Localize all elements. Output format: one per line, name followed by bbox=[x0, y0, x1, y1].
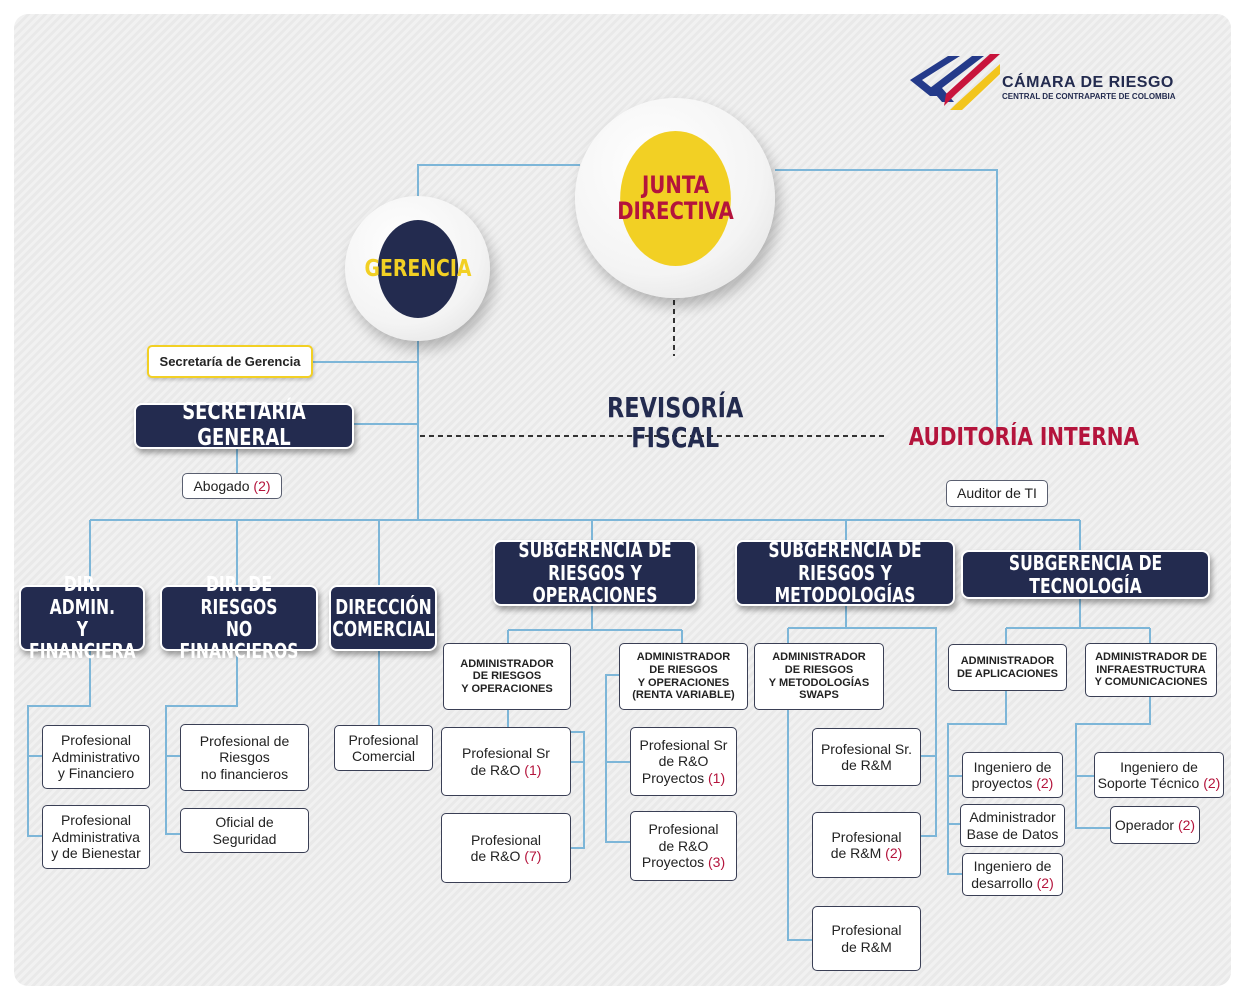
profesional-sr-ro-box: Profesional Sr de R&O (1) bbox=[441, 727, 571, 796]
gerencia-label: GERENCIA bbox=[363, 255, 472, 282]
junta-directiva-circle: JUNTA DIRECTIVA bbox=[575, 98, 775, 298]
admin-infraestructura-box: ADMINISTRADOR DE INFRAESTRUCTURA Y COMUN… bbox=[1085, 643, 1217, 697]
admin-riesgos-operaciones-box: ADMINISTRADOR DE RIESGOS Y OPERACIONES bbox=[443, 643, 571, 710]
logo: CÁMARA DE RIESGO CENTRAL DE CONTRAPARTE … bbox=[908, 48, 1208, 118]
ingeniero-desarrollo-box: Ingeniero de desarrollo (2) bbox=[962, 853, 1063, 896]
logo-tagline: CENTRAL DE CONTRAPARTE DE COLOMBIA bbox=[1002, 92, 1176, 101]
direccion-comercial-node: DIRECCIÓN COMERCIAL bbox=[329, 585, 437, 651]
profesional-rm-2-box: Profesional de R&M (2) bbox=[812, 812, 921, 878]
gerencia-node: GERENCIA bbox=[364, 219, 471, 318]
profesional-sr-rm-box: Profesional Sr. de R&M bbox=[812, 728, 921, 786]
secretaria-gerencia-box: Secretaría de Gerencia bbox=[147, 345, 313, 378]
junta-directiva-node: JUNTA DIRECTIVA bbox=[616, 130, 734, 266]
profesional-admin-bienestar-box: Profesional Administrativa y de Bienesta… bbox=[42, 805, 150, 869]
dir-riesgos-no-financieros-node: DIR. DE RIESGOS NO FINANCIEROS bbox=[160, 573, 318, 663]
profesional-rm-box: Profesional de R&M bbox=[812, 906, 921, 971]
junta-directiva-label: JUNTA DIRECTIVA bbox=[616, 170, 734, 225]
dir-admin-financiera-node: DIR. ADMIN. Y FINANCIERA bbox=[19, 573, 145, 663]
subgerencia-riesgos-metodologias-node: SUBGERENCIA DE RIESGOS Y METODOLOGÍAS bbox=[735, 539, 955, 606]
oficial-seguridad-box: Oficial de Seguridad bbox=[180, 808, 309, 853]
subgerencia-tecnologia-node: SUBGERENCIA DE TECNOLOGÍA bbox=[961, 550, 1210, 599]
admin-aplicaciones-box: ADMINISTRADOR DE APLICACIONES bbox=[948, 644, 1067, 691]
ingeniero-soporte-tecnico-box: Ingeniero de Soporte Técnico (2) bbox=[1094, 752, 1224, 798]
gerencia-circle: GERENCIA bbox=[345, 196, 490, 341]
profesional-admin-financiero-box: Profesional Administrativo y Financiero bbox=[42, 725, 150, 789]
ingeniero-proyectos-box: Ingeniero de proyectos (2) bbox=[962, 752, 1063, 798]
profesional-ro-box: Profesional de R&O (7) bbox=[441, 813, 571, 883]
operador-box: Operador (2) bbox=[1110, 806, 1200, 844]
auditor-ti-box: Auditor de TI bbox=[946, 480, 1048, 507]
logo-name: CÁMARA DE RIESGO bbox=[1002, 74, 1174, 91]
profesional-sr-ro-proyectos-box: Profesional Sr de R&O Proyectos (1) bbox=[630, 727, 737, 796]
admin-riesgos-operaciones-rv-box: ADMINISTRADOR DE RIESGOS Y OPERACIONES (… bbox=[619, 643, 748, 710]
revisoria-fiscal-label: REVISORÍA FISCAL bbox=[607, 391, 744, 454]
secretaria-general-node: SECRETARÍA GENERAL bbox=[134, 399, 354, 451]
auditoria-interna-label: AUDITORÍA INTERNA bbox=[908, 422, 1139, 451]
abogado-box: Abogado (2) bbox=[182, 473, 282, 499]
profesional-comercial-box: Profesional Comercial bbox=[334, 725, 433, 771]
administrador-base-datos-box: Administrador Base de Datos bbox=[960, 804, 1065, 847]
profesional-riesgos-nf-box: Profesional de Riesgos no financieros bbox=[180, 724, 309, 791]
logo-stripes-icon bbox=[910, 54, 1000, 110]
admin-riesgos-metodologias-swaps-box: ADMINISTRADOR DE RIESGOS Y METODOLOGÍAS … bbox=[754, 643, 884, 710]
profesional-ro-proyectos-box: Profesional de R&O Proyectos (3) bbox=[630, 811, 737, 881]
subgerencia-riesgos-operaciones-node: SUBGERENCIA DE RIESGOS Y OPERACIONES bbox=[493, 539, 697, 606]
